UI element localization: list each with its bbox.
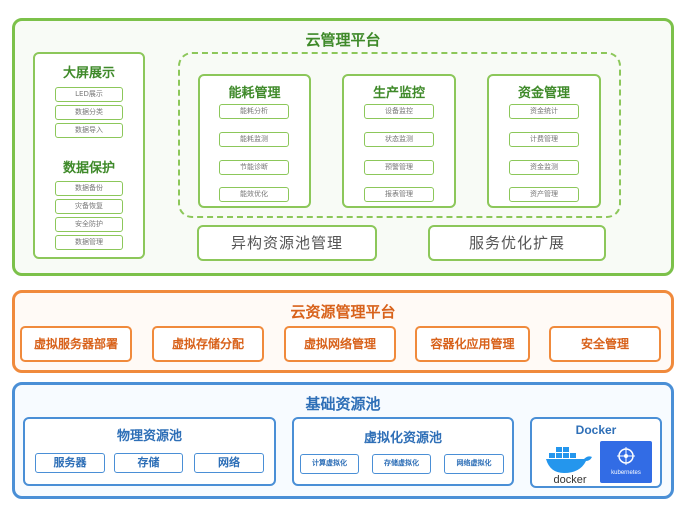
business-modules-group: [178, 52, 621, 218]
virtual-item: 存储虚拟化: [372, 454, 431, 474]
container-app-box: 容器化应用管理: [415, 326, 530, 362]
virtual-pool-box: 虚拟化资源池: [292, 417, 514, 486]
energy-mgmt-title: 能耗管理: [228, 86, 281, 101]
big-screen-item: LED展示: [55, 87, 123, 102]
data-protect-title: 数据保护: [62, 161, 115, 176]
kubernetes-helm-icon: [617, 447, 635, 465]
assets-item: 资产管理: [509, 187, 579, 202]
physical-item: 服务器: [35, 453, 105, 473]
big-screen-item: 数据分类: [55, 105, 123, 120]
docker-logo: docker: [544, 441, 596, 486]
assets-item: 计费管理: [509, 132, 579, 147]
energy-item: 能效优化: [219, 187, 289, 202]
service-optimization-box: 服务优化扩展: [428, 225, 606, 261]
assets-item: 资金监测: [509, 160, 579, 175]
big-screen-item: 数据导入: [55, 123, 123, 138]
production-monitor-box: 生产监控: [342, 74, 456, 208]
kubernetes-logo: kubernetes: [600, 441, 652, 483]
production-item: 报表管理: [364, 187, 434, 202]
assets-item: 资金统计: [509, 104, 579, 119]
physical-item: 存储: [114, 453, 183, 473]
base-resource-title: 基础资源池: [305, 395, 381, 413]
data-protect-item: 数据备份: [55, 181, 123, 196]
big-screen-title: 大屏展示: [62, 66, 115, 81]
docker-whale-icon: [546, 447, 592, 473]
physical-pool-title: 物理资源池: [116, 429, 182, 444]
production-item: 设备监控: [364, 104, 434, 119]
docker-title: Docker: [575, 423, 617, 437]
cloud-management-title: 云管理平台: [305, 31, 381, 49]
data-protect-item: 数据管理: [55, 235, 123, 250]
production-item: 状态监测: [364, 132, 434, 147]
energy-item: 能耗分析: [219, 104, 289, 119]
docker-wordmark: docker: [553, 474, 587, 486]
data-protect-item: 灾备恢复: [55, 199, 123, 214]
kubernetes-wordmark: kubernetes: [611, 470, 641, 476]
energy-item: 节能诊断: [219, 160, 289, 175]
virtual-server-deploy-box: 虚拟服务器部署: [20, 326, 132, 362]
physical-item: 网络: [194, 453, 264, 473]
virtual-network-box: 虚拟网络管理: [284, 326, 396, 362]
data-protect-item: 安全防护: [55, 217, 123, 232]
docker-box: Docker docker kubernetes: [530, 417, 662, 488]
production-monitor-title: 生产监控: [372, 86, 425, 101]
assets-mgmt-title: 资金管理: [517, 86, 570, 101]
virtual-item: 网络虚拟化: [444, 454, 504, 474]
cloud-resource-title: 云资源管理平台: [290, 303, 396, 321]
heterogeneous-pool-box: 异构资源池管理: [197, 225, 377, 261]
production-item: 预警管理: [364, 160, 434, 175]
physical-pool-box: 物理资源池: [23, 417, 276, 486]
security-mgmt-box: 安全管理: [549, 326, 661, 362]
energy-item: 能耗监测: [219, 132, 289, 147]
virtual-pool-title: 虚拟化资源池: [363, 431, 442, 446]
virtual-item: 计算虚拟化: [300, 454, 359, 474]
virtual-storage-box: 虚拟存储分配: [152, 326, 264, 362]
